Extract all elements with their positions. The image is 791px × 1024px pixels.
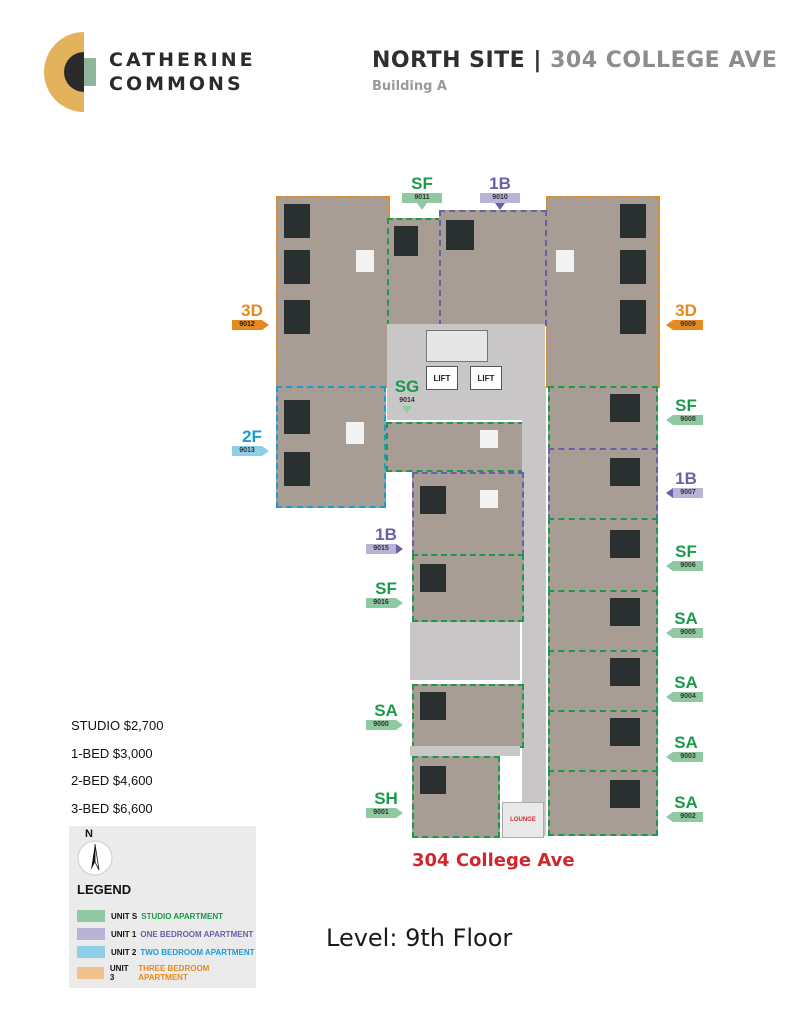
price-studio: STUDIO $2,700 — [71, 718, 164, 733]
price-3bed: 3-BED $6,600 — [71, 801, 153, 816]
lift-2: LIFT — [470, 366, 502, 390]
unit-9003-block — [548, 710, 658, 772]
legend-item-studio: UNIT S STUDIO APARTMENT — [77, 910, 256, 922]
unit-tag-9001[interactable]: SH 9001 — [366, 790, 406, 818]
unit-tag-9012[interactable]: 3D 9012 — [232, 302, 272, 330]
lift-1: LIFT — [426, 366, 458, 390]
unit-9008-block — [548, 386, 658, 450]
unit-tag-9005[interactable]: SA 9005 — [666, 610, 706, 638]
unit-9015-block — [412, 472, 524, 556]
unit-tag-9013[interactable]: 2F 9013 — [232, 428, 272, 456]
unit-9004-block — [548, 650, 658, 712]
unit-9014-block — [386, 422, 524, 472]
unit-9007-block — [548, 448, 658, 520]
unit-tag-9011[interactable]: SF 9011 — [402, 175, 442, 210]
title-divider: | — [533, 48, 542, 73]
north-compass-icon — [77, 840, 113, 876]
brand-line2: COMMONS — [109, 73, 244, 95]
unit-tag-9016[interactable]: SF 9016 — [366, 580, 406, 608]
legend-title: LEGEND — [77, 882, 132, 897]
unit-tag-9002[interactable]: SA 9002 — [666, 794, 706, 822]
floor-plan: LIFT LIFT LOUNGE — [270, 190, 660, 840]
central-corridor — [522, 386, 546, 836]
site-name: NORTH SITE — [372, 48, 526, 73]
unit-tag-9000[interactable]: SA 9000 — [366, 702, 406, 730]
unit-tag-9003[interactable]: SA 9003 — [666, 734, 706, 762]
price-2bed: 2-BED $4,600 — [71, 773, 153, 788]
unit-tag-9008[interactable]: SF 9008 — [666, 397, 706, 425]
logo-mark-icon — [44, 32, 96, 112]
unit-tag-9006[interactable]: SF 9006 — [666, 543, 706, 571]
level-label: Level: 9th Floor — [326, 924, 513, 952]
legend-item-three-bed: UNIT 3 THREE BEDROOM APARTMENT — [77, 964, 256, 982]
page-title: NORTH SITE | 304 COLLEGE AVE — [372, 48, 777, 73]
unit-tag-9014[interactable]: SG 9014 — [391, 378, 423, 413]
legend-item-two-bed: UNIT 2 TWO BEDROOM APARTMENT — [77, 946, 256, 958]
building-name: Building A — [372, 79, 447, 94]
unit-tag-9007[interactable]: 1B 9007 — [666, 470, 706, 498]
unit-tag-9010[interactable]: 1B 9010 — [480, 175, 520, 210]
legend-panel: N LEGEND UNIT S STUDIO APARTMENT UNIT 1 … — [69, 826, 256, 988]
unit-tag-9015[interactable]: 1B 9015 — [366, 526, 406, 554]
site-address: 304 COLLEGE AVE — [550, 48, 778, 73]
stair-core — [410, 622, 520, 680]
unit-9002-block — [548, 770, 658, 836]
brand-line1: CATHERINE — [109, 49, 256, 71]
unit-9006-block — [548, 518, 658, 592]
price-1bed: 1-BED $3,000 — [71, 746, 153, 761]
unit-9005-block — [548, 590, 658, 652]
brand-logo: CATHERINE COMMONS — [42, 30, 287, 114]
street-label: 304 College Ave — [412, 850, 575, 871]
legend-item-one-bed: UNIT 1 ONE BEDROOM APARTMENT — [77, 928, 256, 940]
lounge: LOUNGE — [502, 802, 544, 838]
unit-tag-9009[interactable]: 3D 9009 — [666, 302, 706, 330]
unit-tag-9004[interactable]: SA 9004 — [666, 674, 706, 702]
north-label: N — [85, 828, 93, 840]
